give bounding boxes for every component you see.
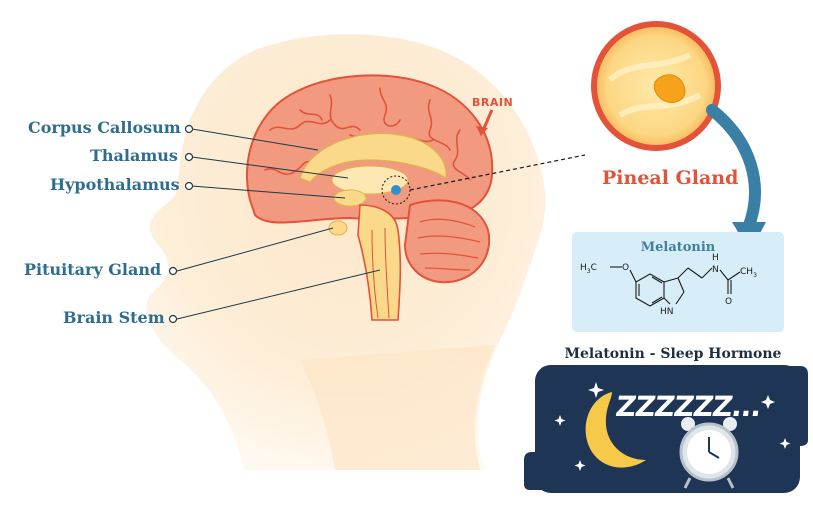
hypothalamus-shape	[333, 189, 367, 207]
melatonin-structure: H3C O HN H N O CH3	[580, 253, 757, 317]
label-hypothalamus: Hypothalamus	[50, 175, 180, 194]
chem-carbonyl-o: O	[725, 297, 732, 307]
leader-dots	[168, 124, 194, 324]
label-brain-stem: Brain Stem	[63, 308, 165, 327]
chem-nh-ring: HN	[660, 307, 674, 317]
melatonin-panel: Melatonin H3C O HN H	[572, 232, 784, 332]
pituitary-shape	[328, 220, 348, 236]
moon-icon	[585, 392, 646, 468]
pineal-dot	[391, 185, 401, 195]
pineal-texture	[607, 52, 702, 118]
thalamus-shape	[331, 165, 409, 195]
pineal-gland-shape	[653, 74, 686, 103]
melatonin-title: Melatonin	[640, 240, 716, 255]
brain-stem-shape	[357, 204, 402, 321]
label-pituitary-gland: Pituitary Gland	[24, 260, 162, 279]
zzz-text: ZZZZZZ...	[613, 390, 764, 423]
chem-amide-n: N	[712, 265, 719, 275]
alarm-clock-icon	[679, 417, 739, 489]
label-thalamus: Thalamus	[90, 146, 178, 165]
label-brain: BRAIN	[472, 96, 514, 109]
label-corpus-callosum: Corpus Callosum	[28, 118, 181, 137]
chem-methoxy-h: H3C	[580, 263, 597, 275]
cerebellum-folia	[417, 218, 481, 271]
star-icons	[554, 382, 791, 471]
sleep-hormone-title: Melatonin - Sleep Hormone	[564, 346, 782, 362]
zoom-dashed-line	[409, 154, 586, 191]
leader-lines	[176, 128, 381, 320]
chem-oxygen: O	[622, 263, 629, 273]
chem-ch3: CH3	[740, 267, 757, 279]
neck-shape	[300, 345, 495, 470]
corpus-callosum-shape	[299, 132, 447, 183]
chem-amide-h: H	[712, 253, 719, 263]
brain-stem-lines	[371, 227, 390, 319]
label-pineal-gland: Pineal Gland	[602, 167, 739, 189]
curved-arrow	[706, 104, 761, 234]
